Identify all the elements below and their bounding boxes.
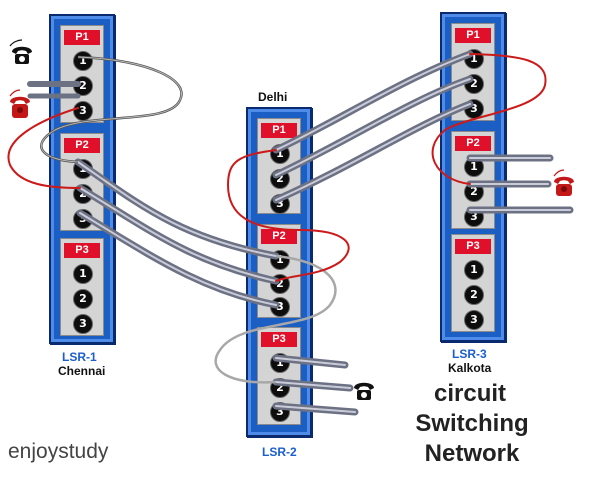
lsr2-panel-p3: P3 1 2 3: [257, 327, 301, 425]
phone-icon: [9, 89, 30, 118]
panel-label: P1: [261, 123, 297, 138]
grey-cable: [79, 212, 277, 306]
red-cable: [226, 149, 350, 282]
port-2: 2: [464, 285, 484, 305]
panel-label: P3: [261, 332, 297, 347]
phone-icon: [9, 39, 32, 64]
grey-cable: [275, 357, 346, 366]
grey-cable: [275, 381, 351, 389]
grey-cable: [77, 161, 277, 257]
lsr3-label: LSR-3: [452, 347, 487, 361]
port-3: 3: [464, 310, 484, 330]
grey-loop-cable: [40, 56, 182, 163]
grey-cable-bundle: [27, 50, 574, 416]
port-1: 1: [73, 51, 93, 71]
phone-icon: [553, 169, 574, 196]
title-line-2: Switching: [415, 410, 529, 437]
lsr1-panel-p2: P2 1 2 3: [60, 133, 104, 231]
grey-cable: [275, 78, 471, 176]
red-cables: [7, 53, 547, 282]
lsr3-city: Kalkota: [448, 361, 492, 375]
panel-label: P3: [455, 239, 491, 254]
red-cable: [431, 53, 547, 185]
panel-label: P2: [455, 136, 491, 151]
grey-cable: [275, 405, 356, 413]
panel-label: P2: [64, 138, 100, 153]
lsr1-panel-p1: P1 1 2 3: [60, 25, 104, 123]
light-loop-cable: [214, 254, 337, 384]
title-line-1: circuit: [433, 380, 507, 407]
panel-label: P2: [261, 229, 297, 244]
port-1: 1: [464, 260, 484, 280]
lsr1-panel-p3: P3 1 2 3: [60, 238, 104, 336]
panel-label: P1: [455, 28, 491, 43]
port-2: 2: [73, 289, 93, 309]
lsr3-panel-p3: P3 1 2 3: [451, 234, 495, 332]
lsr2-city: Delhi: [258, 90, 288, 104]
grey-cable: [275, 53, 471, 151]
lsr1-city: Chennai: [58, 364, 106, 378]
red-cable: [7, 107, 81, 189]
port-3: 3: [73, 314, 93, 334]
port-1: 1: [73, 264, 93, 284]
credit-text: enjoystudy: [8, 440, 109, 463]
lsr1-label: LSR-1: [62, 350, 97, 364]
grey-cable: [79, 187, 277, 282]
title-line-3: Network: [424, 440, 520, 467]
phone-icon: [354, 382, 374, 400]
panel-label: P1: [64, 30, 100, 45]
panel-label: P3: [64, 243, 100, 258]
port-3: 3: [73, 101, 93, 121]
grey-cable: [275, 103, 471, 201]
lsr2-label: LSR-2: [262, 445, 297, 459]
